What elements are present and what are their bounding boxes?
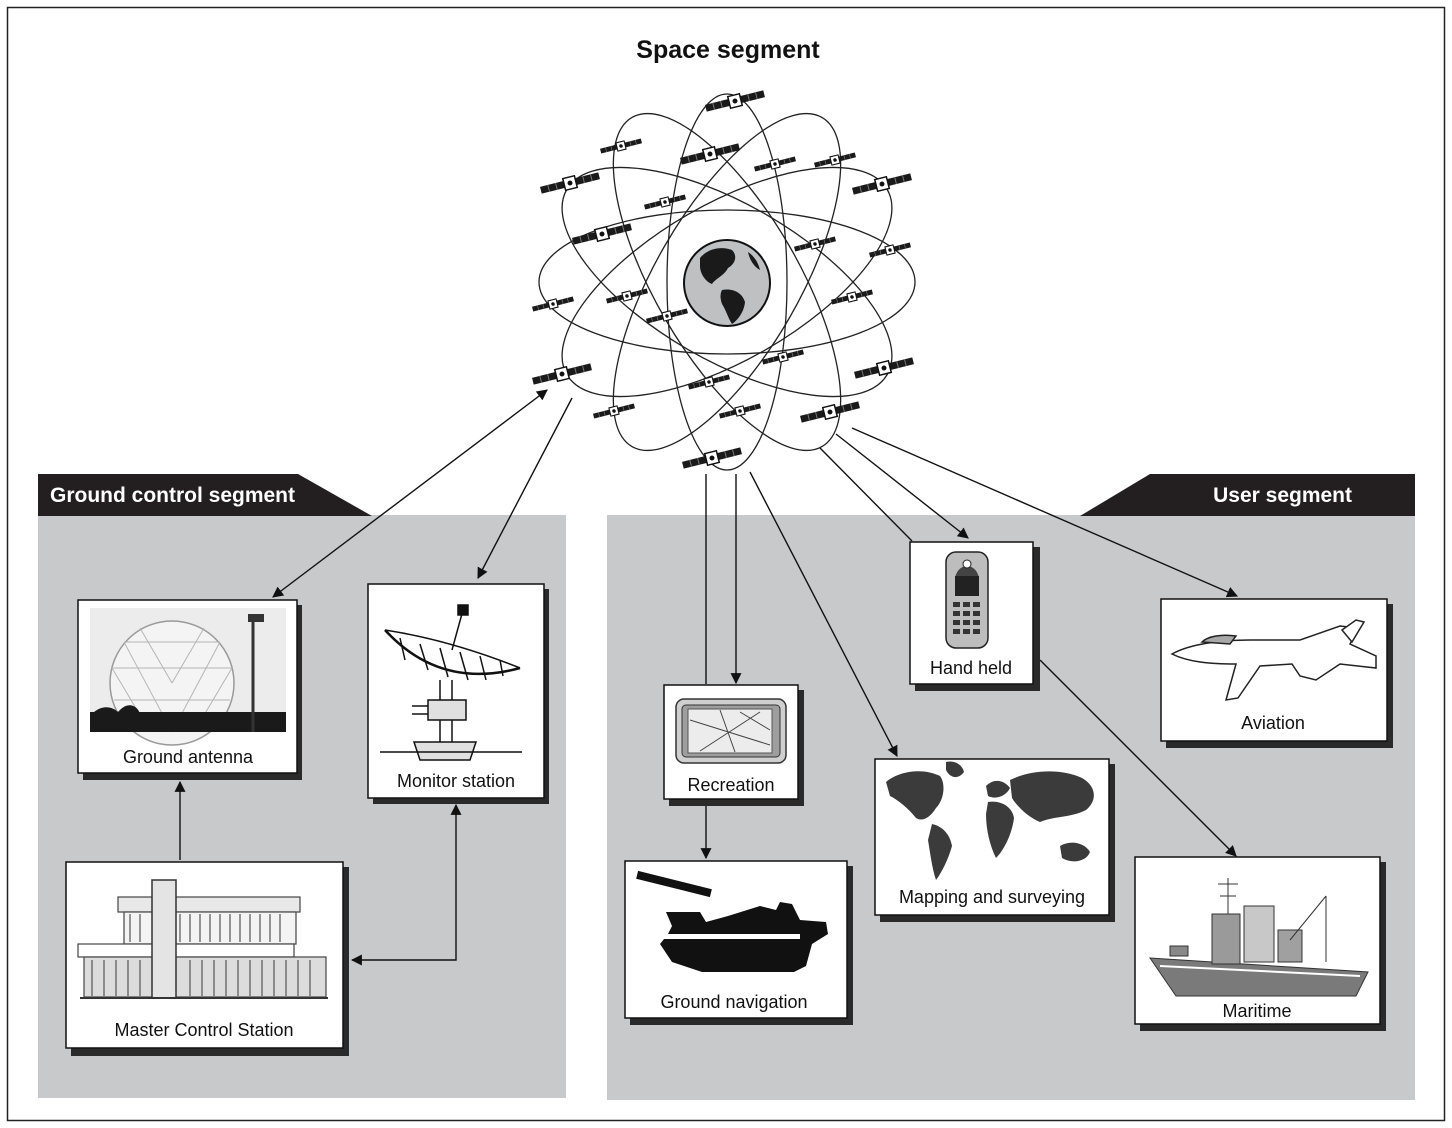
line-space-handheld bbox=[819, 447, 913, 542]
connection-arrows bbox=[174, 389, 1239, 966]
ground-navigation-label: Ground navigation bbox=[660, 992, 807, 1012]
satellite-icon bbox=[703, 87, 767, 115]
jet-icon bbox=[1170, 619, 1377, 701]
orbit-6 bbox=[666, 93, 788, 471]
space-segment-title: Space segment bbox=[636, 36, 820, 64]
phone-icon bbox=[945, 551, 989, 649]
building-icon bbox=[77, 879, 328, 999]
arrow-space-ground-antenna bbox=[272, 389, 548, 598]
maritime-box: Maritime bbox=[1134, 856, 1386, 1031]
outer-frame bbox=[6, 6, 1446, 1122]
arrow-space-mapping bbox=[749, 471, 898, 757]
arrow-handheld-maritime bbox=[1039, 659, 1237, 857]
satellite-icon bbox=[531, 294, 575, 314]
monitor-station-box: Monitor station bbox=[367, 583, 549, 804]
master-control-label: Master Control Station bbox=[114, 1020, 293, 1040]
gps-device-icon bbox=[675, 698, 787, 764]
orbit-3 bbox=[612, 112, 842, 452]
satellite-icon bbox=[813, 150, 857, 170]
satellite-icon bbox=[868, 240, 912, 260]
satellite-icon bbox=[793, 234, 837, 254]
hand-held-label: Hand held bbox=[930, 658, 1012, 678]
aviation-box: Aviation bbox=[1160, 598, 1393, 748]
satellite-icon bbox=[643, 192, 687, 212]
dish-antenna-icon bbox=[380, 604, 522, 761]
ship-icon bbox=[1149, 878, 1369, 997]
satellite-icon bbox=[798, 398, 862, 426]
satellite-icon bbox=[852, 354, 916, 382]
master-control-box: Master Control Station bbox=[65, 861, 349, 1056]
monitor-station-label: Monitor station bbox=[397, 771, 515, 791]
radome-icon bbox=[90, 608, 286, 746]
ground-antenna-box: Ground antenna bbox=[77, 599, 302, 780]
ground-navigation-box: Ground navigation bbox=[624, 860, 853, 1025]
satellite-icon bbox=[530, 360, 594, 388]
satellite-icon bbox=[538, 169, 602, 197]
maritime-label: Maritime bbox=[1222, 1001, 1291, 1021]
satellite-icon bbox=[850, 170, 914, 198]
arrow-space-monitor bbox=[477, 397, 573, 579]
satellite-icon bbox=[599, 136, 643, 156]
hand-held-box: Hand held bbox=[909, 541, 1040, 691]
ground-segment-title: Ground control segment bbox=[50, 484, 295, 507]
satellite-icon bbox=[830, 287, 874, 307]
recreation-box: Recreation bbox=[663, 684, 804, 806]
earth-icon bbox=[683, 239, 771, 327]
aviation-label: Aviation bbox=[1241, 713, 1305, 733]
arrow-master-monitor bbox=[350, 803, 462, 966]
satellite-icon bbox=[680, 444, 744, 472]
orbit-1 bbox=[538, 209, 916, 355]
recreation-label: Recreation bbox=[687, 775, 774, 795]
arrow-space-handheld bbox=[835, 433, 969, 539]
ground-antenna-label: Ground antenna bbox=[123, 747, 254, 767]
mapping-label: Mapping and surveying bbox=[899, 887, 1085, 907]
world-map-icon bbox=[886, 761, 1094, 880]
user-segment-title: User segment bbox=[1213, 484, 1352, 507]
mapping-box: Mapping and surveying bbox=[874, 758, 1115, 922]
tank-icon bbox=[636, 870, 828, 972]
arrow-space-aviation bbox=[851, 427, 1239, 598]
user-banner bbox=[1080, 474, 1415, 516]
